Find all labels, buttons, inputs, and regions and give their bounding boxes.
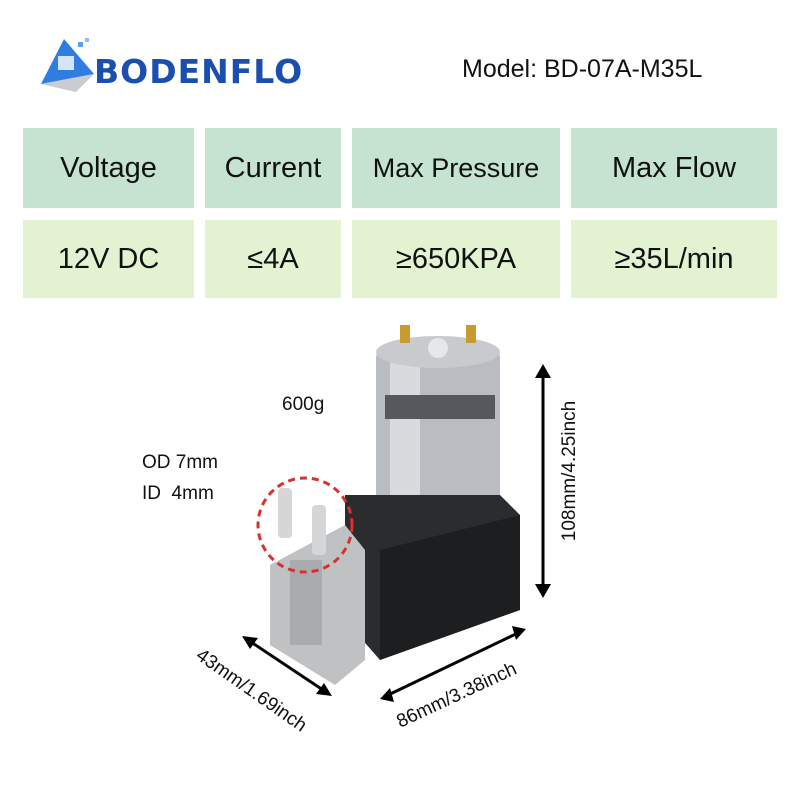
model-number: Model: BD-07A-M35L (462, 55, 703, 83)
logo-icon (41, 38, 94, 92)
spec-header-pressure: Max Pressure (352, 128, 560, 208)
spec-header-voltage: Voltage (23, 128, 194, 208)
spec-value-flow: ≥35L/min (571, 220, 777, 298)
height-dimension: 108mm/4.25inch (559, 400, 581, 542)
spec-value-voltage: 12V DC (23, 220, 194, 298)
inner-diameter-label: ID 4mm (142, 483, 214, 504)
spec-value-pressure: ≥650KPA (352, 220, 560, 298)
port-highlight-circle (256, 476, 354, 574)
pump-image (242, 325, 551, 702)
outer-diameter-label: OD 7mm (142, 452, 218, 473)
brand-name: BODENFLO (94, 52, 304, 91)
spec-value-current: ≤4A (205, 220, 341, 298)
brand-logo (36, 34, 96, 94)
spec-header-flow: Max Flow (571, 128, 777, 208)
weight-label: 600g (282, 394, 325, 415)
spec-header-current: Current (205, 128, 341, 208)
